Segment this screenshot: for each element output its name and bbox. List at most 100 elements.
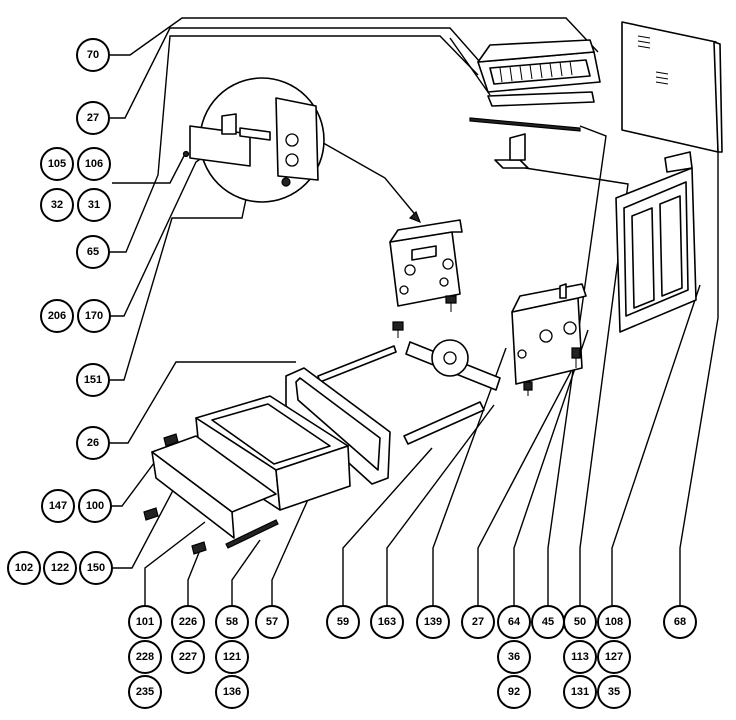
- leader-50: [524, 167, 629, 606]
- callout-113[interactable]: 113: [563, 640, 597, 674]
- svg-text:105: 105: [48, 158, 66, 170]
- drawer-slide-bottom: [403, 401, 485, 445]
- svg-text:106: 106: [85, 158, 103, 170]
- leader-101: [144, 521, 206, 606]
- svg-text:228: 228: [136, 651, 154, 663]
- svg-text:26: 26: [87, 437, 99, 449]
- svg-text:131: 131: [571, 686, 589, 698]
- right-bracket-block: [511, 283, 587, 385]
- callout-31[interactable]: 31: [77, 188, 111, 222]
- callout-147[interactable]: 147: [41, 489, 75, 523]
- callout-32[interactable]: 32: [40, 188, 74, 222]
- callout-108[interactable]: 108: [597, 605, 631, 639]
- callout-139[interactable]: 139: [416, 605, 450, 639]
- drawer-front: [151, 435, 277, 539]
- callout-226[interactable]: 226: [171, 605, 205, 639]
- slide-rail: [405, 339, 501, 391]
- leader-70: [110, 17, 599, 56]
- callout-106[interactable]: 106: [77, 147, 111, 181]
- leader-64: [513, 329, 589, 606]
- rod: [469, 117, 581, 132]
- callout-150[interactable]: 150: [79, 551, 113, 585]
- callouts: 70 27 105 106 32 31 65 206 170 151 26 14…: [7, 38, 697, 709]
- clip-1: [163, 433, 179, 447]
- svg-text:121: 121: [223, 651, 241, 663]
- callout-228[interactable]: 228: [128, 640, 162, 674]
- left-bracket-block: [389, 219, 463, 307]
- svg-text:226: 226: [179, 616, 197, 628]
- svg-text:36: 36: [508, 651, 520, 663]
- screw-1: [445, 295, 457, 312]
- svg-text:70: 70: [87, 49, 99, 61]
- drawer-slide-top: [317, 345, 397, 383]
- svg-text:113: 113: [571, 651, 589, 663]
- svg-text:100: 100: [86, 500, 104, 512]
- svg-text:45: 45: [542, 616, 554, 628]
- callout-127[interactable]: 127: [597, 640, 631, 674]
- svg-text:122: 122: [51, 562, 69, 574]
- callout-58[interactable]: 58: [215, 605, 249, 639]
- callout-170[interactable]: 170: [77, 299, 111, 333]
- leader-226: [187, 549, 201, 606]
- callout-27-right[interactable]: 27: [461, 605, 495, 639]
- svg-text:27: 27: [87, 112, 99, 124]
- callout-36[interactable]: 36: [497, 640, 531, 674]
- callout-121[interactable]: 121: [215, 640, 249, 674]
- leader-150: [112, 461, 189, 569]
- callout-68[interactable]: 68: [663, 605, 697, 639]
- callout-57[interactable]: 57: [255, 605, 289, 639]
- leader-65: [110, 35, 479, 253]
- svg-text:32: 32: [51, 199, 63, 211]
- callout-100[interactable]: 100: [78, 489, 112, 523]
- callout-50[interactable]: 50: [563, 605, 597, 639]
- clip-2: [143, 507, 159, 521]
- callout-64[interactable]: 64: [497, 605, 531, 639]
- svg-text:27: 27: [472, 616, 484, 628]
- callout-151[interactable]: 151: [76, 363, 110, 397]
- svg-text:163: 163: [378, 616, 396, 628]
- leader-27-left: [110, 27, 481, 119]
- svg-text:35: 35: [608, 686, 620, 698]
- svg-text:58: 58: [226, 616, 238, 628]
- callout-122[interactable]: 122: [43, 551, 77, 585]
- svg-text:151: 151: [84, 374, 102, 386]
- svg-text:65: 65: [87, 246, 99, 258]
- leader-27-right: [477, 361, 577, 606]
- leader-26: [110, 361, 296, 444]
- svg-text:227: 227: [179, 651, 197, 663]
- gasket-strip: [225, 519, 279, 549]
- svg-text:50: 50: [574, 616, 586, 628]
- callout-35[interactable]: 35: [597, 675, 631, 709]
- callout-59[interactable]: 59: [326, 605, 360, 639]
- drawer-frame: [285, 367, 391, 485]
- svg-text:59: 59: [337, 616, 349, 628]
- callout-206[interactable]: 206: [40, 299, 74, 333]
- callout-26[interactable]: 26: [76, 426, 110, 460]
- callout-227[interactable]: 227: [171, 640, 205, 674]
- leader-lines: [110, 17, 719, 606]
- clip-3: [191, 541, 207, 555]
- callout-45[interactable]: 45: [531, 605, 565, 639]
- screw-3: [571, 347, 581, 368]
- magnifier-detail: [182, 77, 325, 203]
- callout-235[interactable]: 235: [128, 675, 162, 709]
- svg-text:170: 170: [85, 310, 103, 322]
- callout-102[interactable]: 102: [7, 551, 41, 585]
- leader-105: [112, 151, 187, 184]
- callout-136[interactable]: 136: [215, 675, 249, 709]
- back-panel: [621, 21, 723, 153]
- svg-text:136: 136: [223, 686, 241, 698]
- callout-70[interactable]: 70: [76, 38, 110, 72]
- svg-text:139: 139: [424, 616, 442, 628]
- screw-2: [392, 321, 404, 338]
- callout-105[interactable]: 105: [40, 147, 74, 181]
- callout-92[interactable]: 92: [497, 675, 531, 709]
- callout-65[interactable]: 65: [76, 235, 110, 269]
- callout-131[interactable]: 131: [563, 675, 597, 709]
- leader-magnifier: [317, 139, 419, 219]
- callout-101[interactable]: 101: [128, 605, 162, 639]
- callout-27-left[interactable]: 27: [76, 101, 110, 135]
- svg-text:68: 68: [674, 616, 686, 628]
- callout-163[interactable]: 163: [370, 605, 404, 639]
